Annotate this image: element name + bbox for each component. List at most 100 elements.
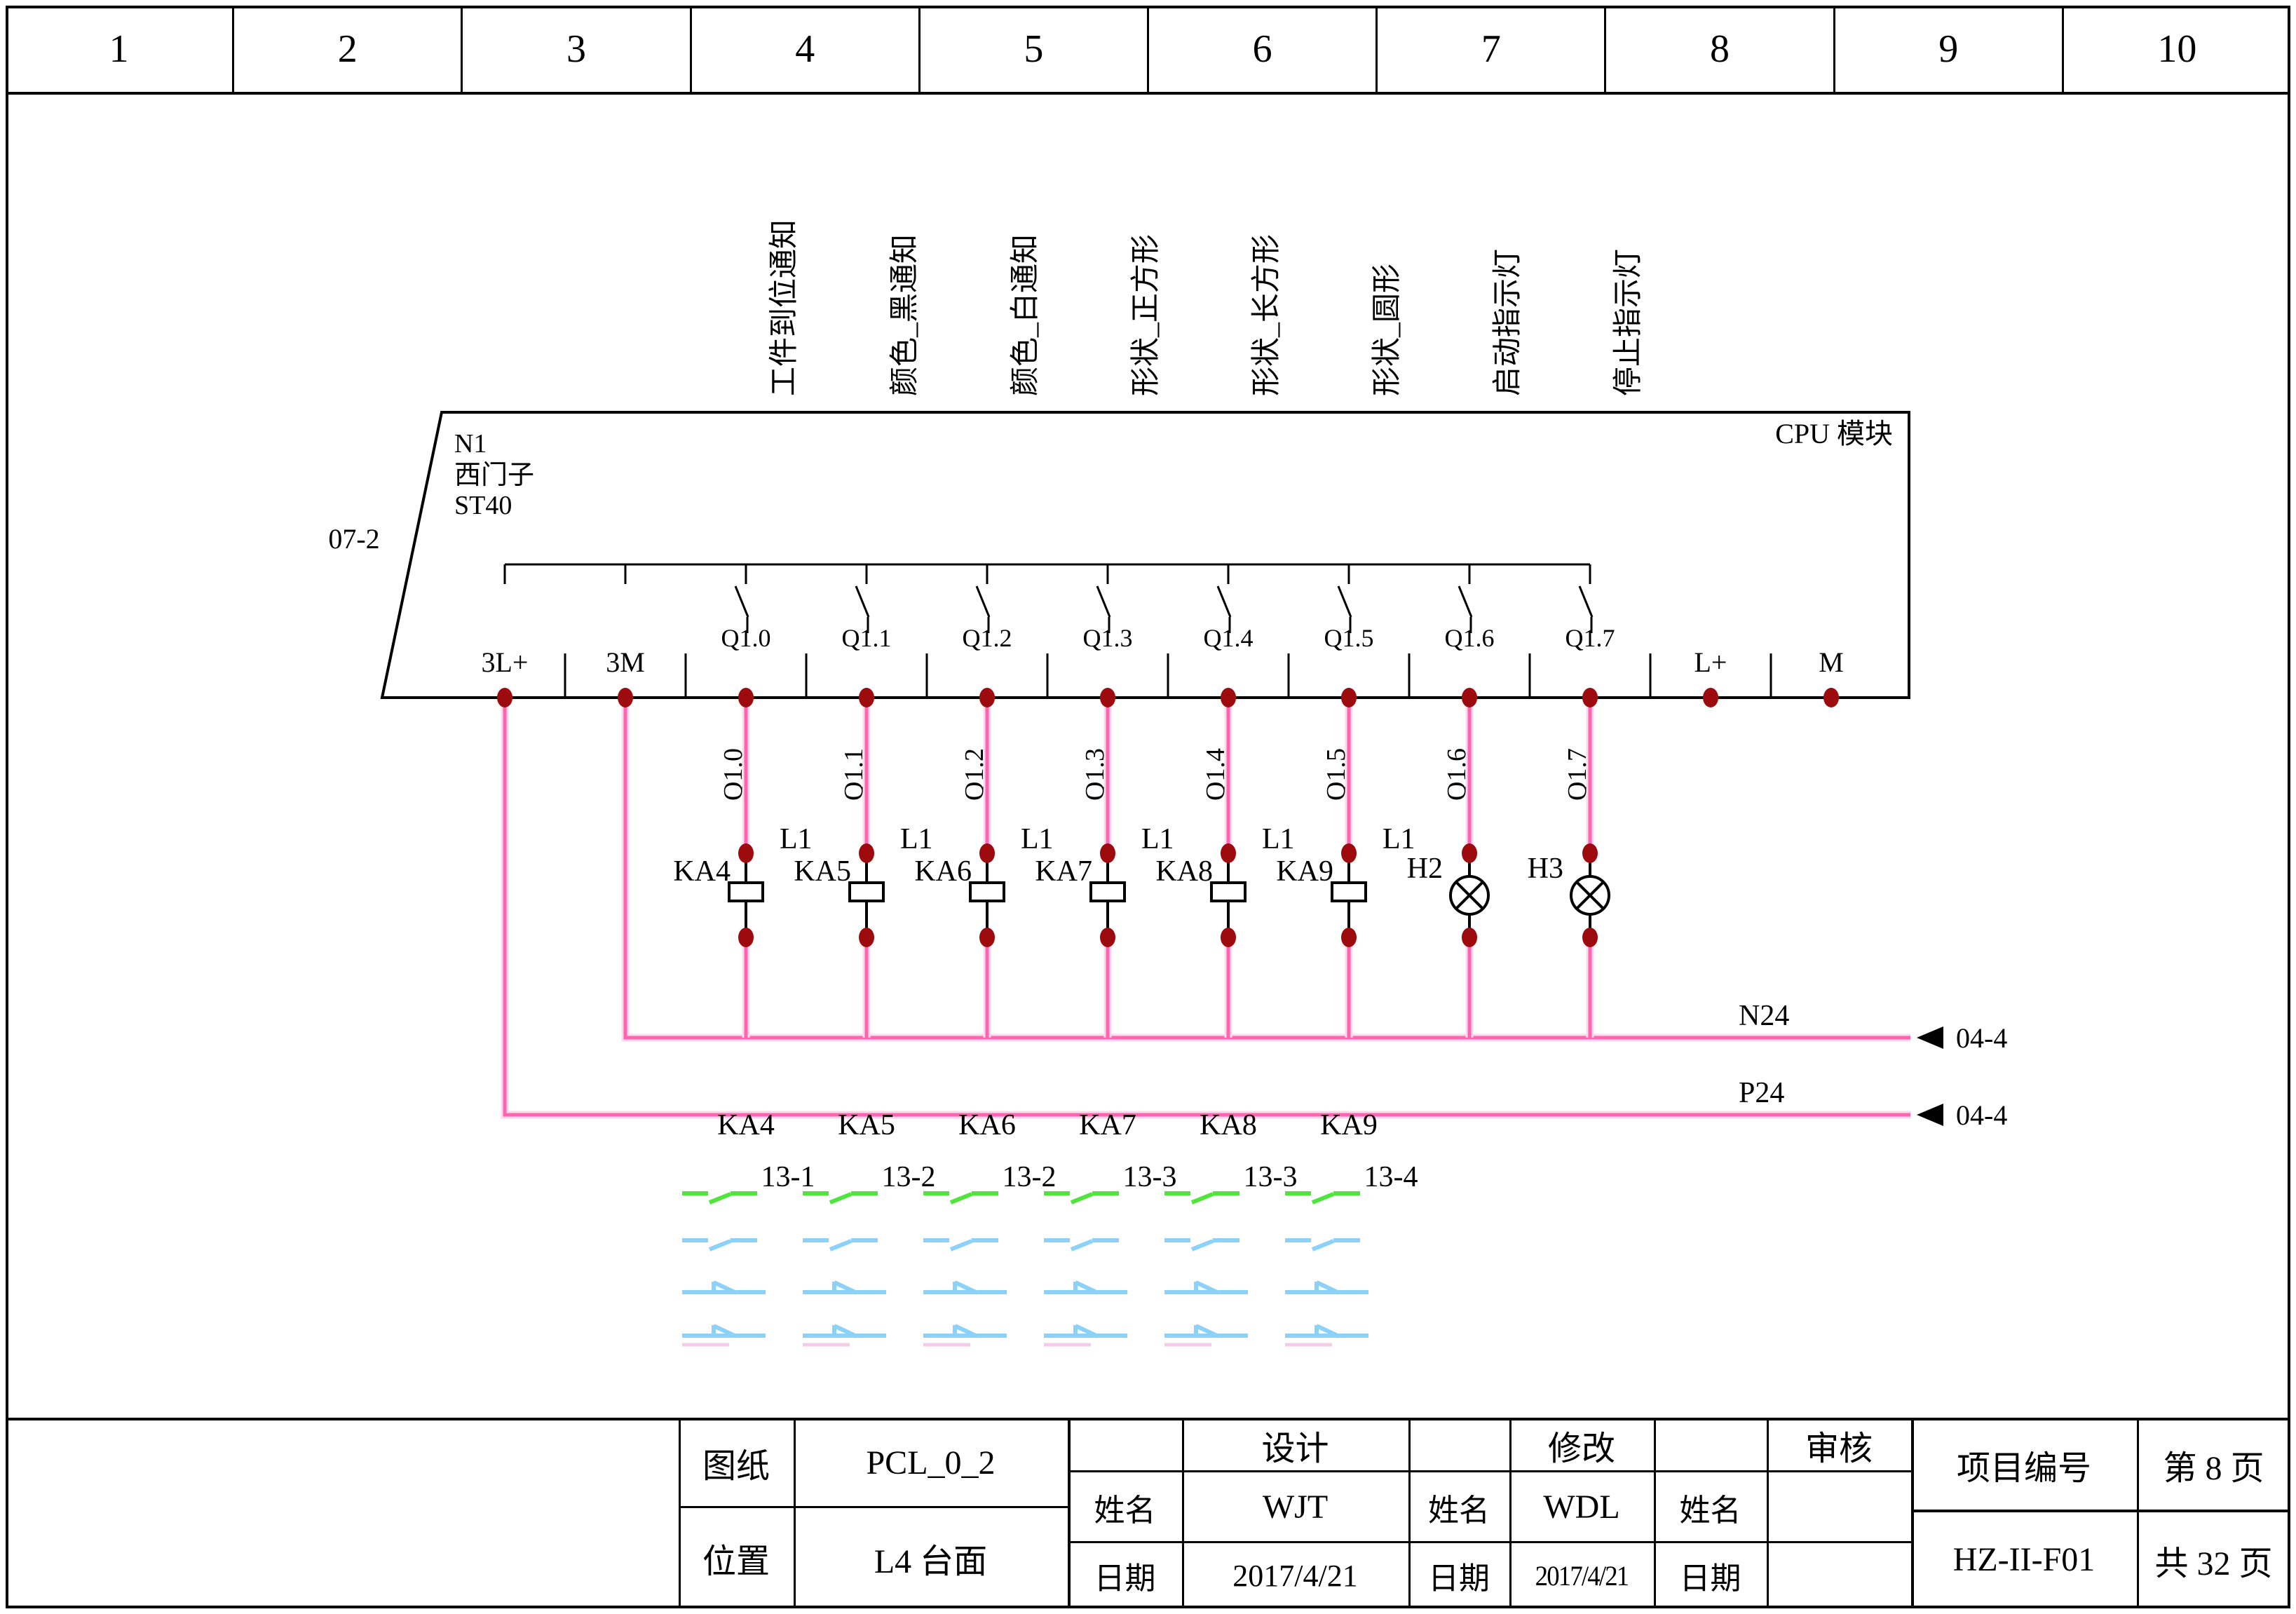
output-signal-label: 颜色_黑通知	[889, 234, 921, 396]
device-junction-dot	[979, 843, 995, 863]
title-block-line	[2137, 1418, 2139, 1608]
device-junction-dot	[738, 843, 754, 863]
lamp-designator: H2	[1407, 853, 1443, 885]
modify-name: WDL	[1543, 1488, 1620, 1526]
output-signal-label: 启动指示灯	[1492, 249, 1524, 396]
title-block-line	[1911, 1510, 2290, 1512]
title-block-line	[1182, 1418, 1184, 1608]
relay-designator: KA9	[1276, 855, 1333, 888]
location-value: L4 台面	[874, 1543, 988, 1580]
lamp-cross	[1455, 881, 1484, 910]
device-junction-dot	[1462, 843, 1477, 863]
output-terminal-label: Q1.7	[1565, 624, 1615, 652]
relay-aux-label: L1	[1141, 823, 1174, 855]
review-date-label: 日期	[1679, 1561, 1741, 1596]
terminal-junction-dot	[738, 688, 754, 707]
output-switch-blade	[1096, 585, 1111, 618]
terminal-junction-dot	[618, 688, 633, 707]
device-junction-dot	[1582, 843, 1598, 863]
lamp-cross	[1575, 881, 1605, 910]
sheet-label: 图纸	[702, 1448, 770, 1485]
ruler-cell: 8	[1606, 6, 1835, 92]
off-page-reference: 04-4	[1956, 1099, 2007, 1131]
contact-device-label: KA9	[1320, 1109, 1378, 1141]
relay-coil-symbol	[969, 881, 1005, 902]
output-terminal-label: Q1.4	[1204, 624, 1254, 652]
bus-wire-N24	[623, 698, 1910, 1040]
output-switch-blade	[1578, 585, 1594, 618]
relay-coil-symbol	[1331, 881, 1367, 902]
output-terminal-label: Q1.5	[1324, 624, 1374, 652]
nc-contact-symbol	[833, 1324, 858, 1338]
device-junction-dot	[1341, 928, 1357, 947]
title-block-top-line	[6, 1418, 2290, 1420]
output-switch-blade	[975, 585, 991, 618]
title-block-line	[1509, 1418, 1512, 1608]
page-count: 共 32 页	[2154, 1545, 2273, 1582]
title-block-line	[679, 1418, 681, 1608]
ruler-cell: 3	[463, 6, 692, 92]
terminal-junction-dot	[1221, 688, 1236, 707]
relay-coil-symbol	[1210, 881, 1247, 902]
terminal-junction-dot	[1823, 688, 1839, 707]
modify-date-label: 日期	[1428, 1561, 1490, 1596]
relay-designator: KA6	[914, 855, 972, 888]
module-vendor: 西门子	[454, 461, 534, 490]
nc-contact-symbol	[953, 1280, 979, 1295]
output-terminal-label: Q1.1	[842, 624, 892, 652]
power-terminal-label: 3L+	[482, 646, 529, 678]
no-contact-symbol	[708, 1192, 732, 1205]
project-number-label: 项目编号	[1956, 1449, 2091, 1487]
relay-aux-label: L1	[780, 823, 813, 855]
device-junction-dot	[979, 928, 995, 947]
title-block-line	[1408, 1418, 1411, 1608]
contact-device-label: KA8	[1200, 1109, 1257, 1141]
output-switch-blade	[734, 585, 749, 618]
review-label: 审核	[1805, 1430, 1873, 1467]
modify-name-label: 姓名	[1428, 1493, 1490, 1528]
power-terminal-label: M	[1819, 646, 1844, 678]
cpu-module-outline	[380, 411, 1910, 699]
title-block-line	[1068, 1418, 1071, 1608]
nc-contact-symbol	[833, 1280, 858, 1295]
title-block-line	[1068, 1470, 1911, 1472]
terminal-junction-dot	[1341, 688, 1357, 707]
title-block-line	[1911, 1418, 1914, 1608]
output-switch-blade	[1458, 585, 1473, 618]
nc-contact-symbol	[1195, 1324, 1220, 1338]
design-name-label: 姓名	[1094, 1493, 1156, 1528]
ruler-cell: 6	[1149, 6, 1378, 92]
module-designator: N1	[454, 429, 487, 459]
contact-ref-label: 13-1	[761, 1161, 815, 1193]
output-terminal-label: Q1.6	[1445, 624, 1495, 652]
output-terminal-label: Q1.0	[721, 624, 771, 652]
output-terminal-label: Q1.3	[1083, 624, 1133, 652]
ruler-cell: 2	[234, 6, 463, 92]
output-switch-blade	[1216, 585, 1232, 618]
contact-ref-label: 13-2	[1003, 1161, 1057, 1193]
device-junction-dot	[1582, 928, 1598, 947]
ruler-cell: 4	[692, 6, 921, 92]
no-contact-symbol	[1311, 1192, 1335, 1205]
device-junction-dot	[859, 928, 874, 947]
off-page-reference: 04-4	[1956, 1022, 2007, 1054]
contact-device-label: KA6	[958, 1109, 1016, 1141]
device-junction-dot	[859, 843, 874, 863]
output-signal-label: 形状_圆形	[1371, 264, 1404, 396]
relay-aux-label: L1	[900, 823, 933, 855]
review-name	[1767, 1472, 1911, 1542]
contact-device-label: KA7	[1079, 1109, 1136, 1141]
terminal-junction-dot	[1582, 688, 1598, 707]
relay-aux-label: L1	[1383, 823, 1415, 855]
no-contact-symbol	[829, 1192, 852, 1205]
power-terminal-label: L+	[1694, 646, 1727, 678]
relay-aux-label: L1	[1262, 823, 1295, 855]
project-number: HZ-II-F01	[1952, 1541, 2095, 1578]
review-date	[1767, 1542, 1911, 1608]
ruler-cell: 7	[1378, 6, 1607, 92]
output-signal-label: 形状_长方形	[1251, 234, 1283, 396]
relay-designator: KA8	[1155, 855, 1213, 888]
sheet-number: PCL_0_2	[866, 1444, 996, 1481]
terminal-junction-dot	[497, 688, 512, 707]
